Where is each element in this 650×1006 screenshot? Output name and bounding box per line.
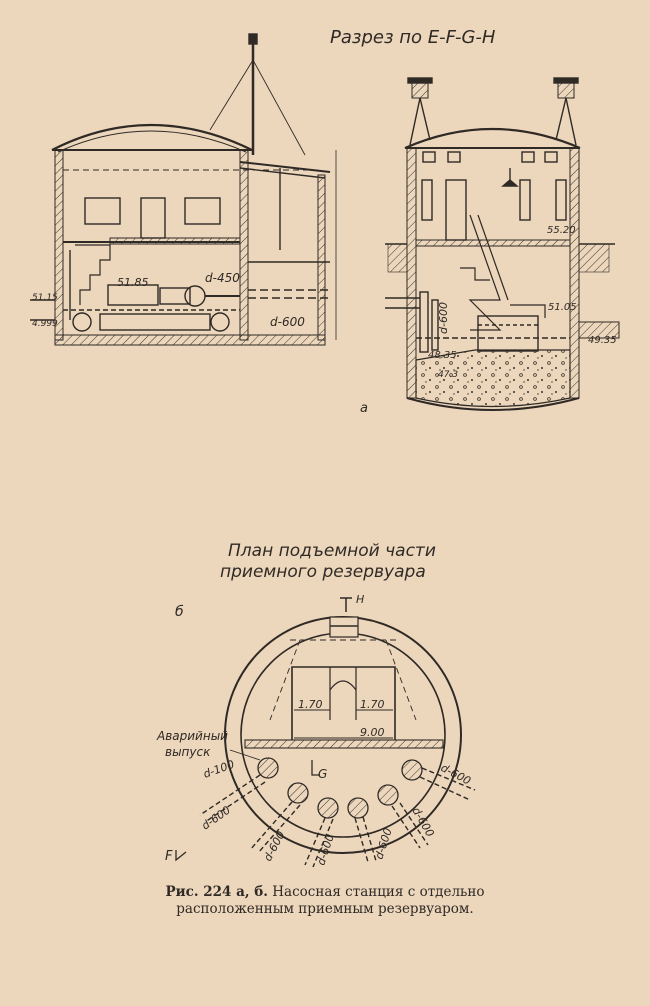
right-section-drawing <box>385 77 620 411</box>
dim-9-00: 9.00 <box>360 726 385 739</box>
dim-1-70-right: 1.70 <box>360 698 385 711</box>
pipe-d600-label-2: d-600 <box>314 833 336 867</box>
emergency-outlet-line-2: выпуск <box>165 745 211 759</box>
elevation-48-35: 48.35 <box>428 350 457 361</box>
elevation-49-35-outlet: 49.35 <box>588 335 617 346</box>
pipe-d600-west-label: d-600 <box>199 803 233 832</box>
dim-1-70-left: 1.70 <box>298 698 323 711</box>
caption-figure-number: Рис. 224 а, б. <box>165 884 268 900</box>
elevation-47-3: 47.3 <box>438 370 458 380</box>
pipe-d600-label-right: d-600 <box>437 302 450 334</box>
pipe-d450-label: d-450 <box>205 271 240 285</box>
part-a-label: а <box>360 401 368 416</box>
pipe-d600-label-1: d-600 <box>261 829 287 863</box>
emergency-outlet-line-1: Аварийный <box>156 729 228 743</box>
reservoir-plan-drawing <box>175 597 476 868</box>
pipe-d600-east-label-2: d-600 <box>439 761 473 787</box>
figure-caption: Рис. 224 а, б. Насосная станция с отдель… <box>60 884 590 918</box>
caption-line-2: расположенным приемным резервуаром. <box>176 901 474 917</box>
left-section-drawing <box>30 33 337 346</box>
elevation-51-15: 51.15 <box>32 293 58 303</box>
part-b-label: б <box>175 604 184 620</box>
elevation-51-85: 51.85 <box>117 276 149 289</box>
pipe-d600-east-label-1: d-600 <box>409 805 436 839</box>
plan-title-line-2: приемного резервуара <box>220 562 426 582</box>
section-mark-f: F <box>165 849 173 864</box>
elevation-51-05: 51.05 <box>548 302 577 313</box>
elevation-55-20: 55.20 <box>547 225 576 236</box>
elevation-49-99: 4.999 <box>32 319 58 329</box>
pipe-d600-label-left: d-600 <box>270 315 305 329</box>
section-title: Разрез по E-F-G-H <box>330 27 496 48</box>
pipe-d100-label: d-100 <box>202 758 236 781</box>
plan-title-line-1: План подъемной части <box>228 541 436 561</box>
section-mark-g: G <box>318 767 327 781</box>
section-mark-h: H <box>356 593 364 606</box>
caption-line-1-text: Насосная станция с отдельно <box>267 884 485 900</box>
caption-line-1: Рис. 224 а, б. Насосная станция с отдель… <box>60 884 590 901</box>
